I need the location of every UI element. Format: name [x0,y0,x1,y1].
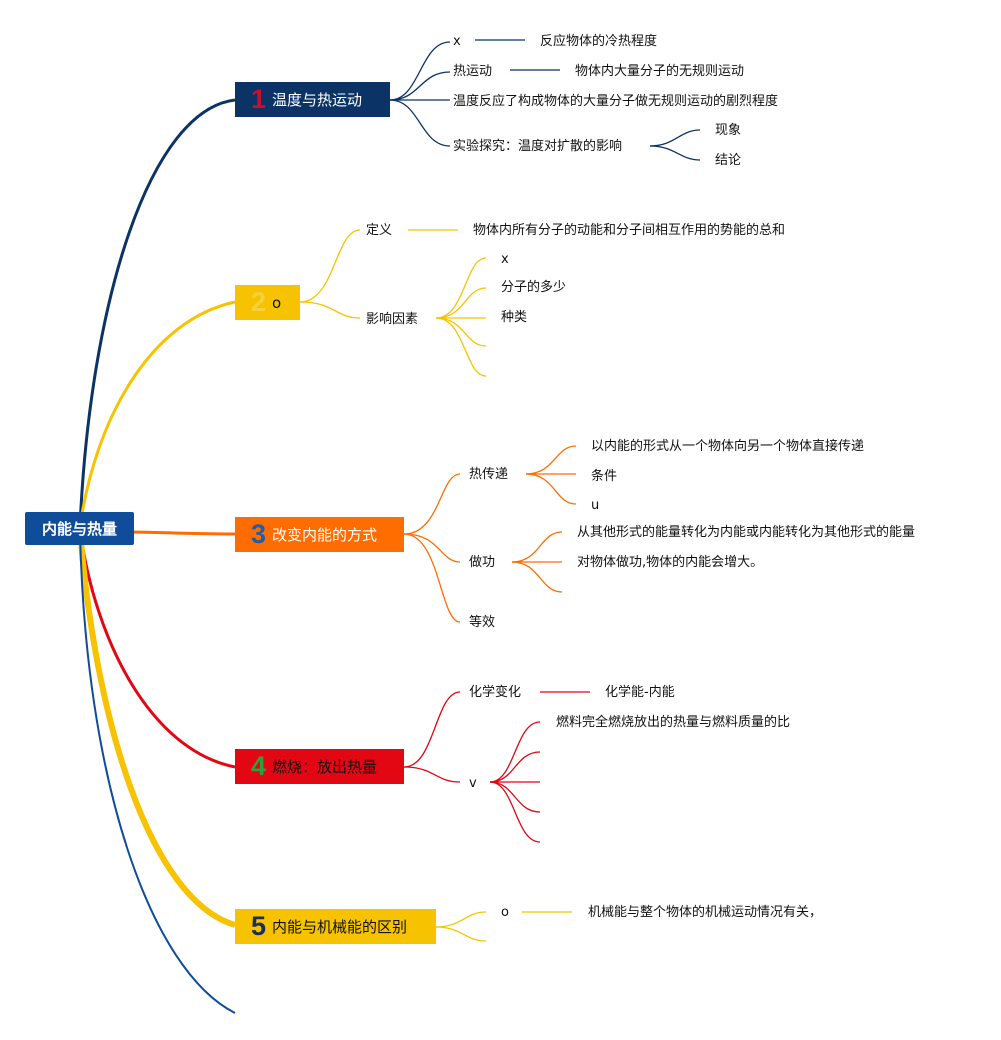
branch-4-title: 燃烧：放出热量 [272,758,378,776]
branch-5-number: 5 [251,911,267,941]
b4-item-v[interactable]: v [469,776,477,791]
branch-3-title: 改变内能的方式 [272,526,378,544]
b3-leaf-work-effect[interactable]: 对物体做功,物体的内能会增大。 [577,555,764,570]
b2-item-factors[interactable]: 影响因素 [366,312,419,327]
b5-item-o[interactable]: o [501,905,509,920]
root-link-3 [131,530,236,536]
b1-item-temperature[interactable]: 温度反应了构成物体的大量分子做无规则运动的剧烈程度 [453,94,779,109]
root-link-5 [77,529,236,928]
b3-item-work[interactable]: 做功 [469,555,496,570]
branch-4-box[interactable]: 4 燃烧：放出热量 [235,749,404,784]
b1-item-x[interactable]: x [453,34,461,49]
b3-leaf-ht-definition[interactable]: 以内能的形式从一个物体向另一个物体直接传递 [591,439,865,454]
branch-1-box[interactable]: 1 温度与热运动 [235,82,390,117]
b4-item-chemical[interactable]: 化学变化 [469,685,522,700]
branch-3-box[interactable]: 3 改变内能的方式 [235,517,404,552]
b3-item-heat-transfer[interactable]: 热传递 [469,467,509,482]
b2-item-definition[interactable]: 定义 [366,223,393,238]
branch-2-number: 2 [251,287,267,317]
b4-leaf-heat-value[interactable]: 燃料完全燃烧放出的热量与燃料质量的比 [556,715,791,730]
b1-leaf-phenomenon[interactable]: 现象 [715,123,742,138]
root-link-2 [78,300,236,528]
b1-leaf-heat-motion[interactable]: 物体内大量分子的无规则运动 [575,64,745,79]
b5-leaf-mechanical[interactable]: 机械能与整个物体的机械运动情况有关， [588,905,823,920]
branch-3-number: 3 [251,519,267,549]
branch-2-title: o [272,293,282,312]
b1-item-heat-motion[interactable]: 热运动 [453,64,493,79]
b2-leaf-factor-x[interactable]: x [501,252,509,267]
b3-leaf-ht-u[interactable]: u [591,498,600,513]
branch-5-box[interactable]: 5 内能与机械能的区别 [235,909,436,944]
b4-leaf-chemical[interactable]: 化学能-内能 [605,685,675,700]
b1-leaf-x[interactable]: 反应物体的冷热程度 [540,34,658,49]
b2-leaf-factor-kind[interactable]: 种类 [501,310,528,325]
b3-item-equivalent[interactable]: 等效 [469,615,496,630]
root-link-4 [78,529,236,769]
branch-1-number: 1 [251,84,267,114]
branch-2-box[interactable]: 2 o [235,285,300,320]
b1-item-experiment[interactable]: 实验探究：温度对扩散的影响 [453,139,623,154]
b2-leaf-factor-amount[interactable]: 分子的多少 [501,280,567,295]
branch-1-title: 温度与热运动 [272,91,363,109]
b3-leaf-work-definition[interactable]: 从其他形式的能量转化为内能或内能转化为其他形式的能量 [577,525,916,540]
root-link-extra [79,529,236,1014]
b1-leaf-conclusion[interactable]: 结论 [715,153,742,168]
branch-5-title: 内能与机械能的区别 [272,918,408,936]
root-node[interactable]: 内能与热量 [25,512,134,545]
b3-leaf-ht-condition[interactable]: 条件 [591,469,618,484]
branch-4-number: 4 [251,751,267,781]
b2-leaf-definition[interactable]: 物体内所有分子的动能和分子间相互作用的势能的总和 [473,223,786,238]
root-link-1 [78,98,236,528]
